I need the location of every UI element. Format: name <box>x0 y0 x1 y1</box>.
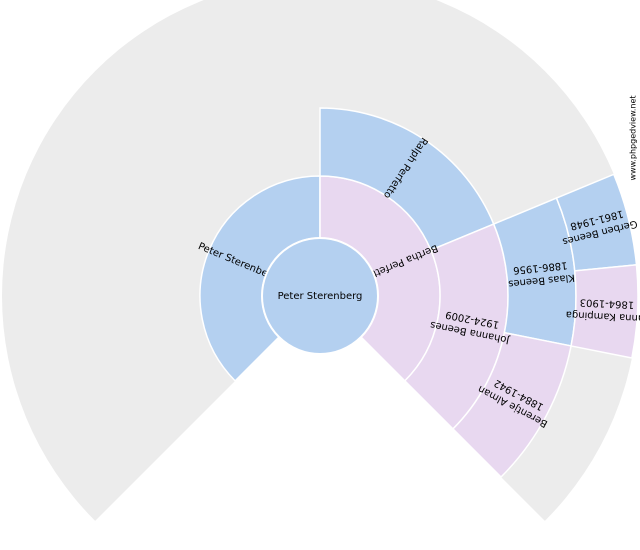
watermark: www.phpgedview.net <box>629 95 638 180</box>
ancestor-segment-gen4-janna[interactable] <box>570 264 639 359</box>
ancestor-segment-gen3-berentje[interactable] <box>451 331 572 479</box>
ancestor-segments <box>199 107 639 479</box>
ancestor-name: Janna Kampinga <box>566 309 640 324</box>
root-person-circle[interactable] <box>261 237 379 355</box>
root-person-name: Peter Sterenberg <box>278 291 363 302</box>
ancestor-dates: 1864-1903 <box>580 296 635 310</box>
ancestor-dates: 1886-1956 <box>513 259 568 275</box>
